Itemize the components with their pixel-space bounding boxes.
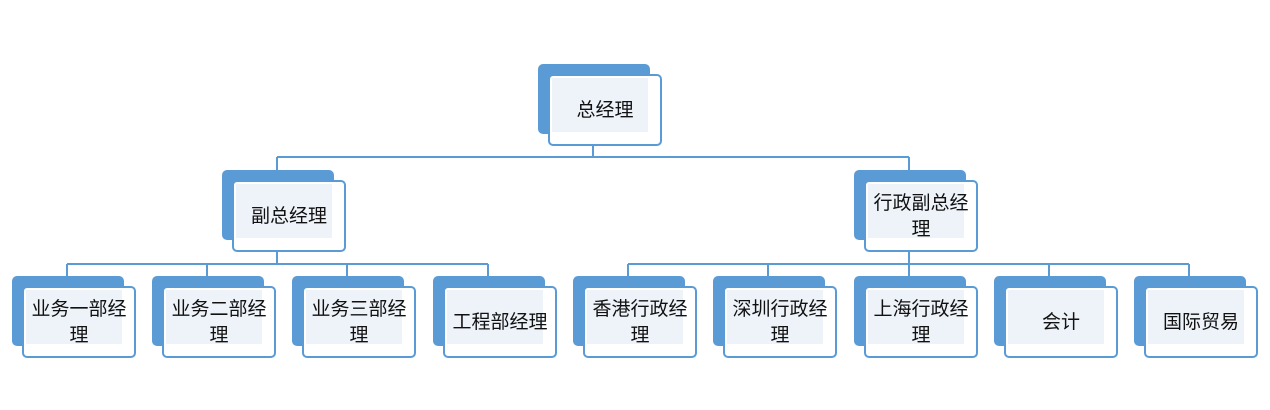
node-label: 工程部经理 <box>452 311 548 333</box>
node-label: 会计 <box>1041 311 1080 333</box>
node-label: 副总经理 <box>250 205 327 227</box>
node-label: 香港行政经理 <box>592 298 688 346</box>
node-label: 业务一部经理 <box>31 298 127 346</box>
node-label: 上海行政经理 <box>873 298 969 346</box>
node-label: 国际贸易 <box>1162 311 1239 333</box>
node-label: 业务三部经理 <box>311 298 407 346</box>
node-label: 行政副总经理 <box>873 192 969 240</box>
node-label: 深圳行政经理 <box>732 298 828 346</box>
node-label: 总经理 <box>576 99 634 121</box>
node-label: 业务二部经理 <box>171 298 267 346</box>
